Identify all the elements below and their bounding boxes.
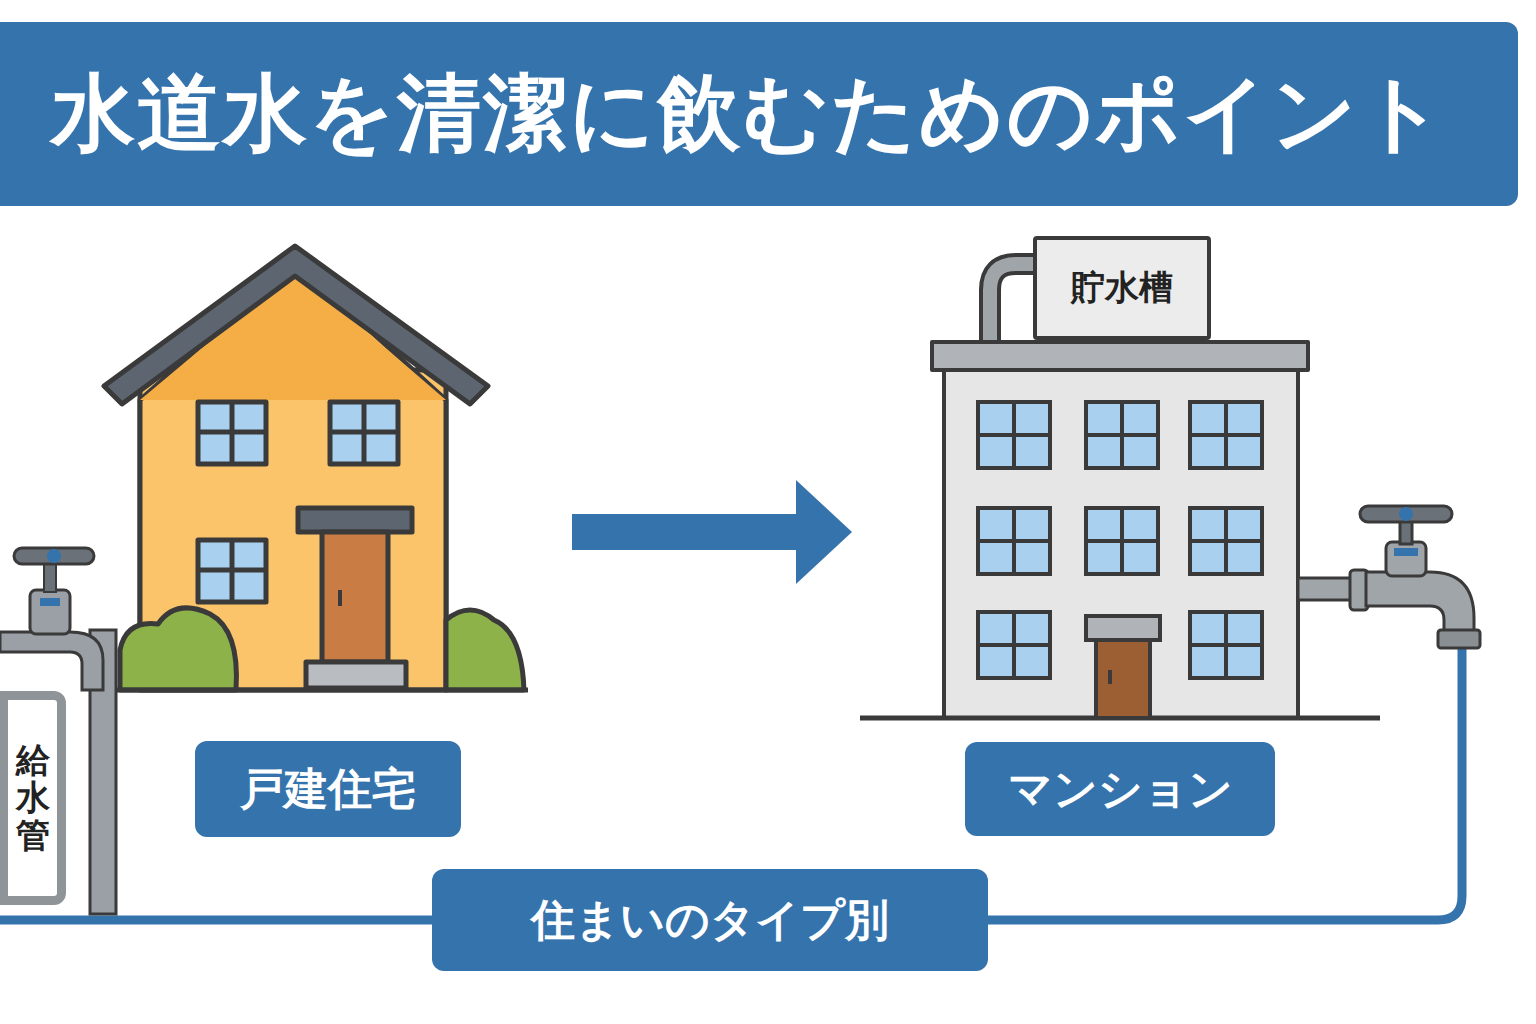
right-faucet [1298,506,1480,648]
label-text: 戸建住宅 [240,760,416,819]
section-label: 住まいのタイプ別 [432,869,988,971]
supply-pipe-label: 給水管 [0,691,66,905]
left-faucet [0,548,116,914]
house [104,246,528,690]
title-text: 水道水を清潔に飲むためのポイント [51,57,1447,171]
label-text: 住まいのタイプ別 [531,891,889,950]
building-door [1086,616,1160,718]
building-windows [978,402,1262,678]
label-text: 貯水槽 [1071,265,1173,311]
title-band: 水道水を清潔に飲むためのポイント [0,22,1518,206]
label-text: 給水管 [16,742,50,854]
category-label: マンション [965,742,1275,836]
water-tank-box: 貯水槽 [1033,236,1211,340]
label-text: マンション [1008,760,1233,819]
category-label: 戸建住宅 [195,741,461,837]
arrow [572,480,852,584]
